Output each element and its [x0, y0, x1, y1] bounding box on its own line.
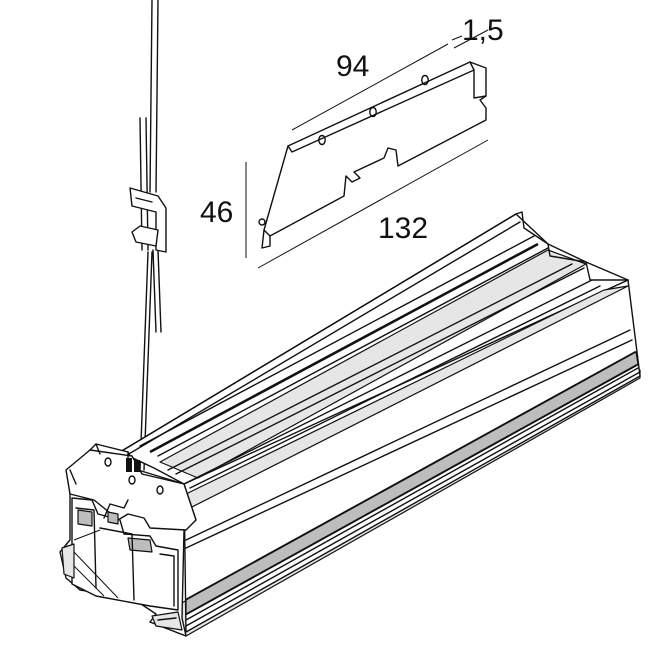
end-cap-top-details — [69, 443, 140, 519]
dimension-lines — [245, 29, 489, 269]
profile-top-ribs — [119, 213, 629, 511]
profile-side-grooves — [185, 329, 641, 627]
dimension-thickness: 1,5 — [462, 14, 504, 47]
end-cap-hole — [128, 475, 136, 485]
dimension-length-top: 94 — [336, 50, 369, 83]
end-cap-hole — [156, 485, 164, 495]
dimension-height: 46 — [200, 196, 233, 229]
end-cap-hole — [104, 457, 112, 467]
cable-gripper — [129, 187, 167, 253]
dimension-length-bottom: 132 — [378, 212, 428, 245]
profile-top-end-rib — [515, 211, 629, 281]
end-cap-plate — [65, 449, 197, 531]
end-cap-inner-profile — [61, 497, 183, 631]
mounting-plate-detail — [258, 61, 487, 249]
